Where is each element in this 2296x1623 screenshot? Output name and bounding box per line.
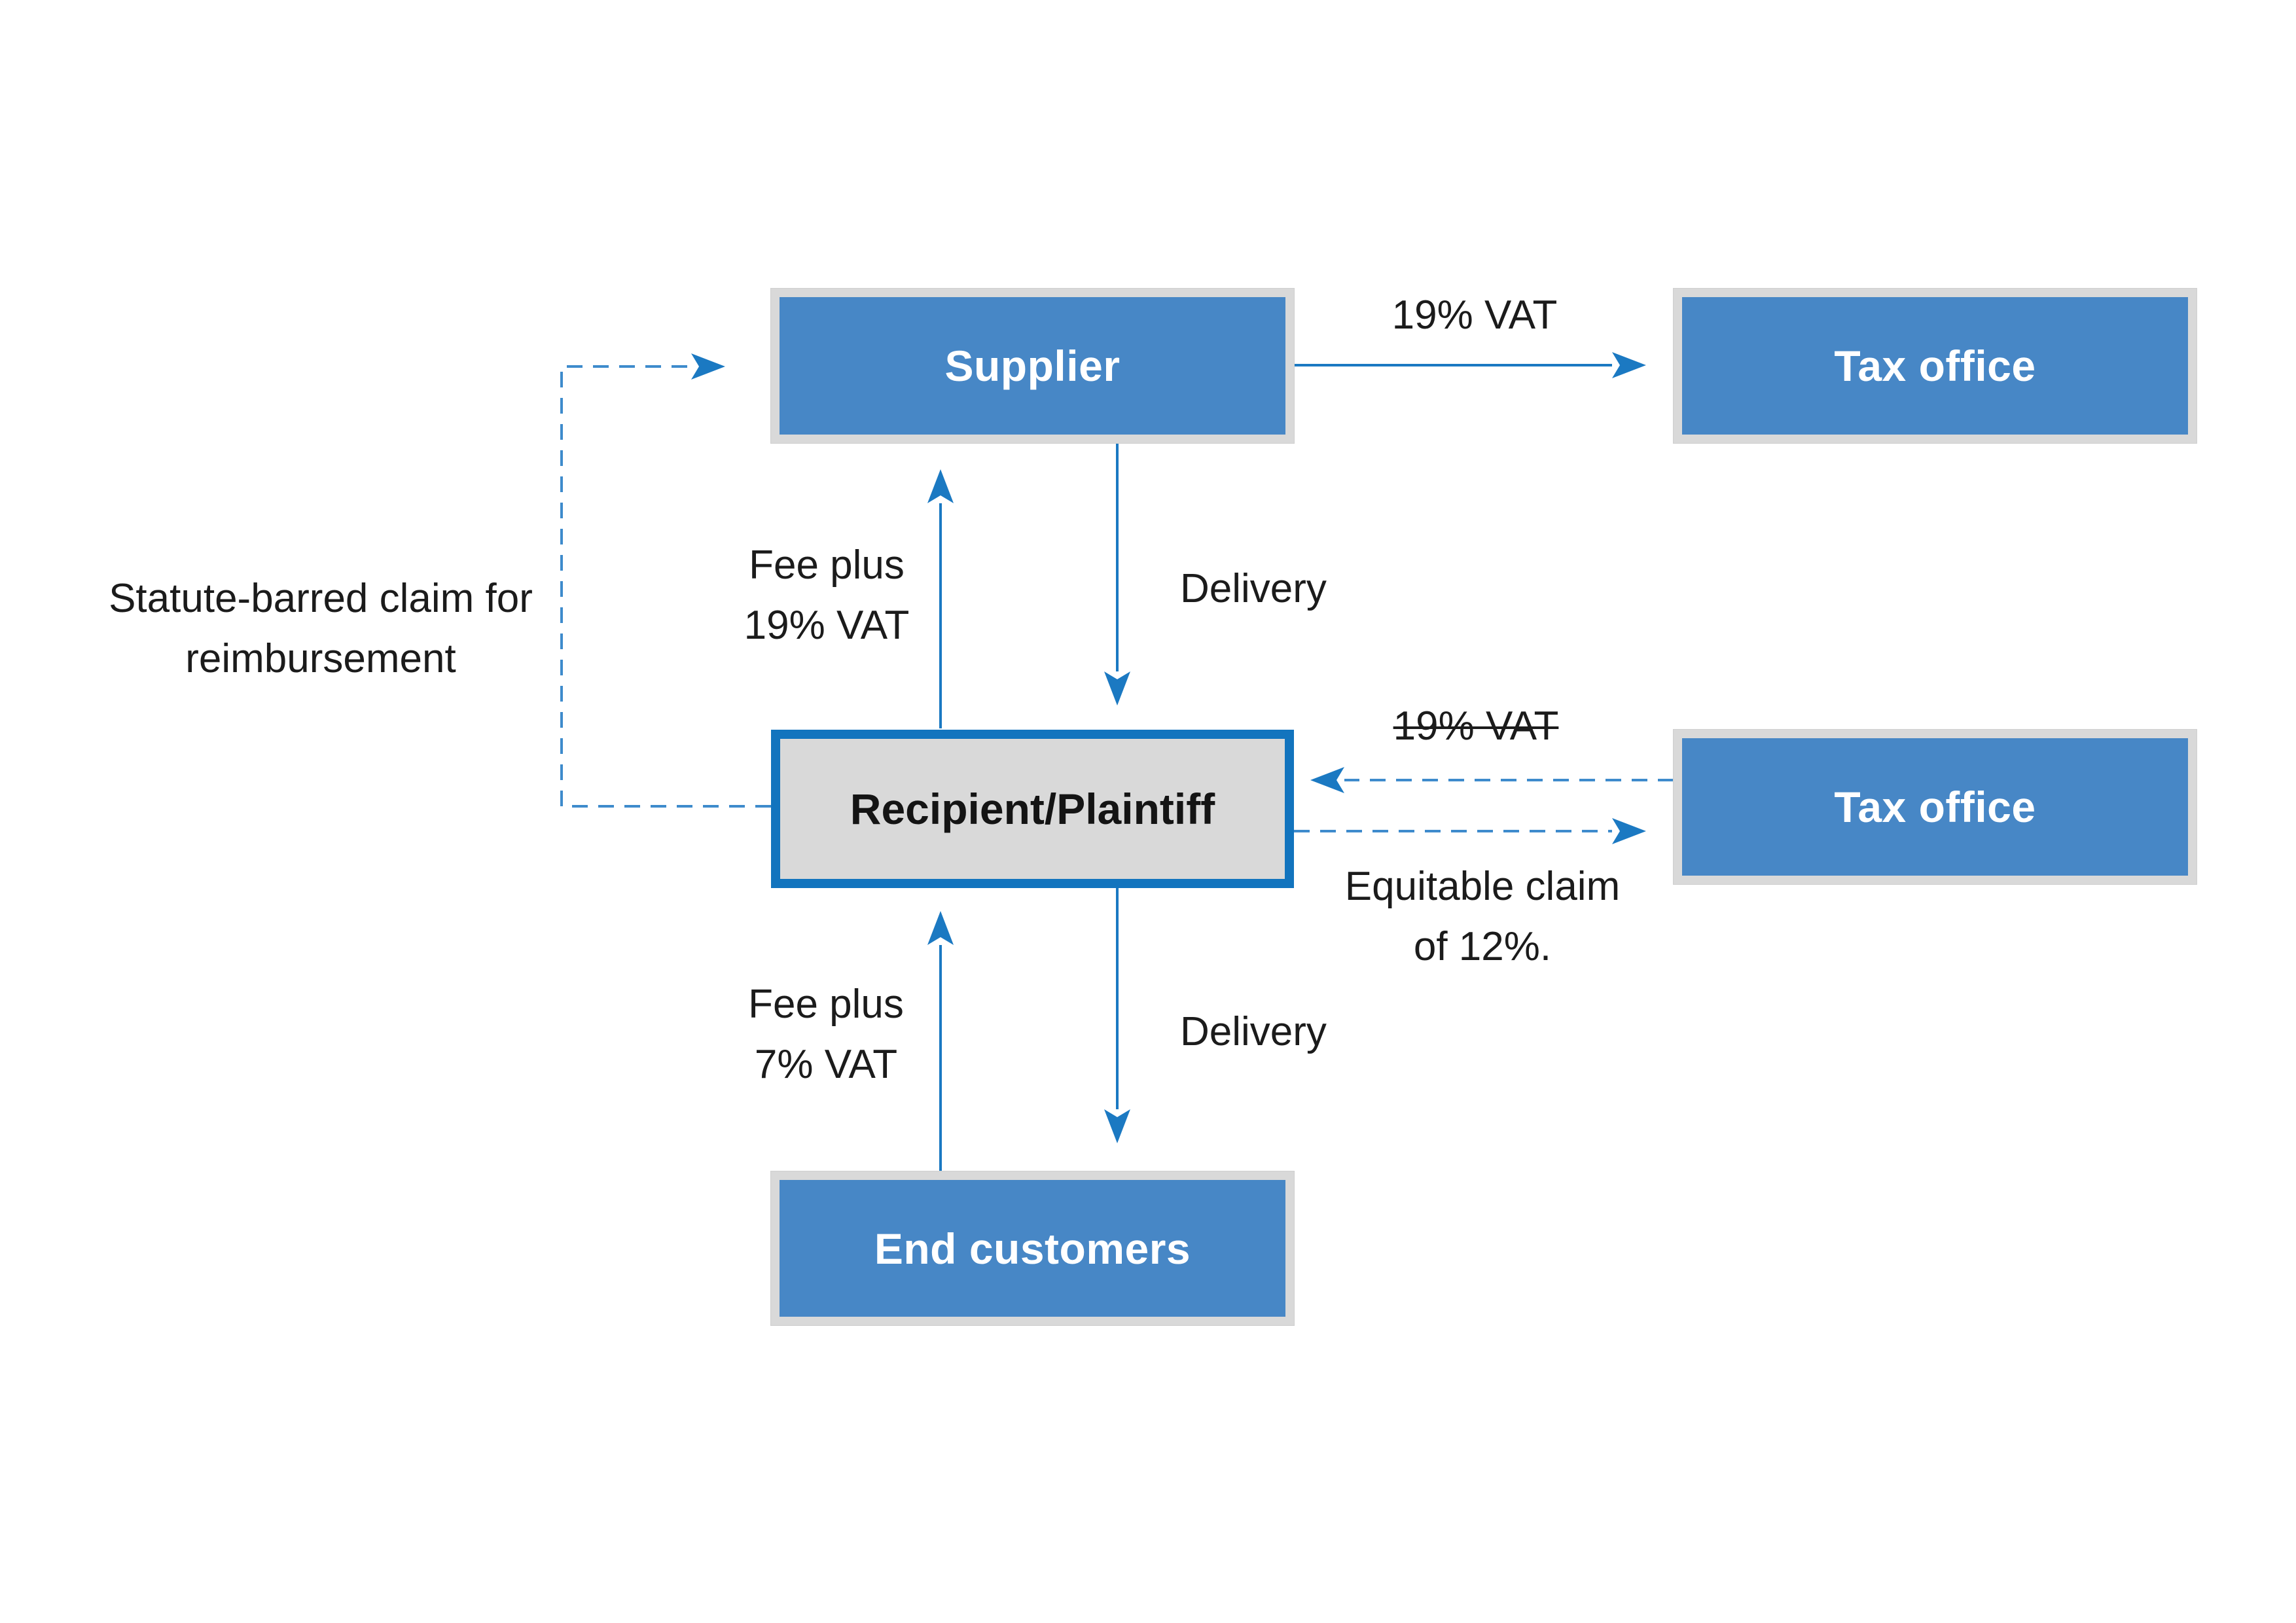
tax-office-right-box: Tax office <box>1674 730 2197 884</box>
label-delivery-top: Delivery <box>1180 566 1327 611</box>
label-19vat-struck: 19% VAT <box>1393 704 1559 749</box>
label-fee-plus-19vat: Fee plus 19% VAT <box>744 543 910 648</box>
recipient-plaintiff-box-label: Recipient/Plaintiff <box>850 785 1215 833</box>
label-statute-barred-claim: Statute-barred claim for reimbursement <box>109 576 533 681</box>
tax-office-top-box-label: Tax office <box>1834 342 2036 390</box>
label-fee-plus-7vat: Fee plus 7% VAT <box>748 982 904 1087</box>
tax-office-right-box-label: Tax office <box>1834 783 2036 831</box>
arrow-fee-19-up <box>927 469 954 728</box>
label-equitable-claim: Equitable claim of 12%. <box>1344 864 1621 969</box>
arrow-delivery-top <box>1104 443 1130 705</box>
arrow-tax-office-to-recipient-dashed <box>1310 767 1674 793</box>
arrow-statute-barred-dashed <box>560 353 771 808</box>
arrow-delivery-bottom <box>1104 887 1130 1143</box>
label-19vat-top: 19% VAT <box>1391 293 1558 338</box>
end-customers-box: End customers <box>771 1171 1294 1325</box>
supplier-box-label: Supplier <box>944 342 1121 390</box>
label-delivery-bottom: Delivery <box>1180 1009 1327 1054</box>
tax-office-top-box: Tax office <box>1674 289 2197 443</box>
supplier-box: Supplier <box>771 289 1294 443</box>
end-customers-box-label: End customers <box>874 1224 1191 1273</box>
arrow-supplier-to-tax-office <box>1294 352 1646 378</box>
recipient-plaintiff-box: Recipient/Plaintiff <box>771 730 1294 888</box>
arrow-equitable-claim-dashed <box>1294 818 1646 844</box>
arrow-fee-7-up <box>927 911 954 1171</box>
